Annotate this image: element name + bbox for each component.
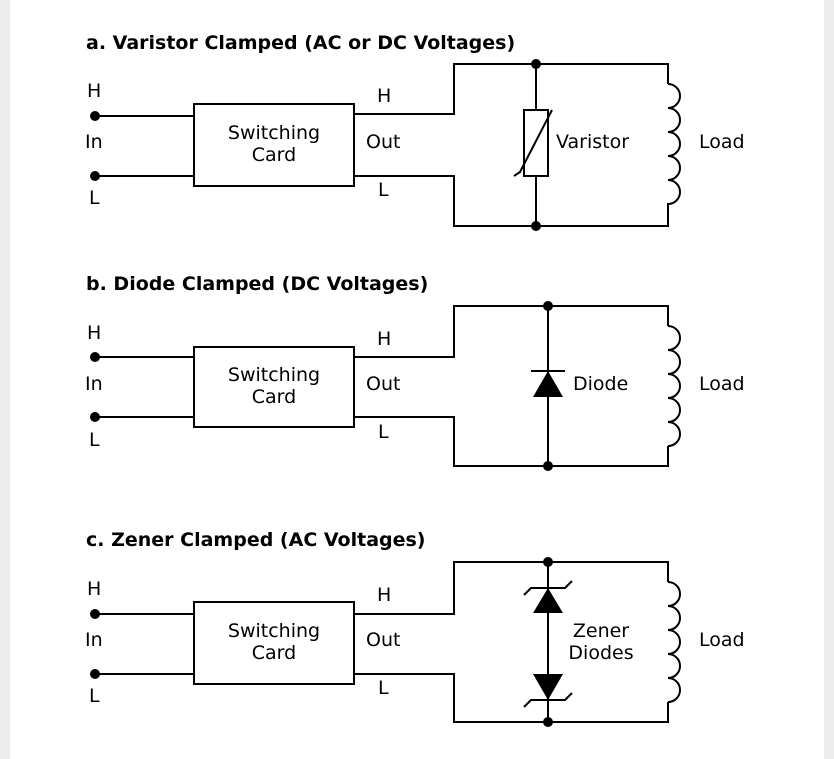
output-l-label: L	[378, 421, 389, 443]
switching-card	[193, 601, 355, 685]
panel-varistor: a. Varistor Clamped (AC or DC Voltages) …	[85, 32, 745, 231]
load-coil-icon	[667, 325, 681, 447]
load-label: Load	[699, 131, 745, 153]
output-out-label: Out	[366, 629, 400, 651]
load-coil-icon	[667, 83, 681, 206]
varistor-icon	[513, 109, 553, 177]
output-l-label: L	[378, 179, 389, 201]
junction-dot	[531, 59, 541, 69]
load-label: Load	[699, 373, 745, 395]
output-l-wire	[354, 175, 669, 227]
switching-card-label-line1: Switching	[228, 364, 320, 386]
panel-diode: b. Diode Clamped (DC Voltages) H In L Sw…	[85, 273, 745, 471]
load-coil-icon	[667, 581, 681, 703]
zener-diode-bottom-icon	[523, 674, 573, 708]
diode-icon	[531, 370, 565, 397]
input-in-label: In	[85, 629, 103, 651]
component-label: Diode	[573, 373, 628, 395]
junction-dot	[543, 717, 553, 727]
component-label: Varistor	[556, 131, 629, 153]
input-in-label: In	[85, 373, 103, 395]
panel-zener: c. Zener Clamped (AC Voltages) H In L Sw…	[85, 529, 745, 727]
output-h-wire	[354, 63, 669, 115]
output-h-label: H	[377, 328, 391, 350]
junction-dot	[543, 557, 553, 567]
input-l-label: L	[89, 685, 100, 707]
output-out-label: Out	[366, 373, 400, 395]
component-label-line2: Diodes	[568, 642, 633, 664]
output-h-label: H	[377, 584, 391, 606]
zener-diode-top-icon	[523, 580, 573, 613]
input-l-label: L	[89, 187, 100, 209]
panel-title: a. Varistor Clamped (AC or DC Voltages)	[86, 32, 515, 54]
switching-card-label-line2: Card	[252, 144, 296, 166]
output-l-wire	[354, 673, 669, 723]
output-h-label: H	[377, 85, 391, 107]
input-l-label: L	[89, 429, 100, 451]
input-h-label: H	[87, 80, 101, 102]
output-out-label: Out	[366, 131, 400, 153]
output-h-wire	[354, 561, 669, 615]
diagram-panel	[10, 0, 824, 759]
panel-title: c. Zener Clamped (AC Voltages)	[86, 529, 426, 551]
output-l-label: L	[378, 677, 389, 699]
switching-card	[193, 346, 355, 428]
panel-title: b. Diode Clamped (DC Voltages)	[86, 273, 428, 295]
component-label-line1: Zener	[573, 620, 629, 642]
output-l-wire	[354, 416, 669, 467]
switching-card-label-line2: Card	[252, 642, 296, 664]
junction-dot	[531, 221, 541, 231]
switching-card-label-line1: Switching	[228, 122, 320, 144]
output-h-wire	[354, 305, 669, 358]
switching-card-label-line2: Card	[252, 386, 296, 408]
junction-dot	[543, 301, 553, 311]
input-h-label: H	[87, 322, 101, 344]
input-h-label: H	[87, 578, 101, 600]
input-in-label: In	[85, 131, 103, 153]
switching-card	[193, 103, 355, 187]
junction-dot	[543, 461, 553, 471]
switching-card-label-line1: Switching	[228, 620, 320, 642]
load-label: Load	[699, 629, 745, 651]
